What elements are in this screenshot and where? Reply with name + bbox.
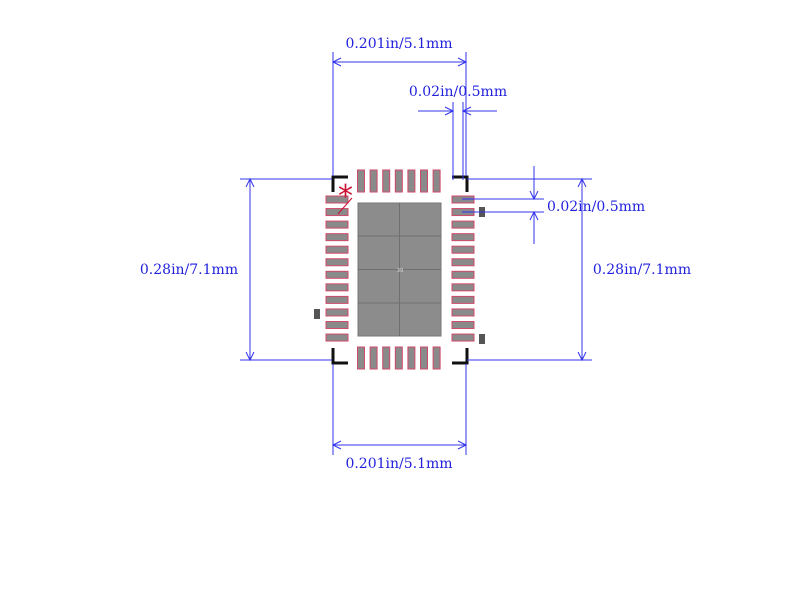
pad — [382, 169, 391, 193]
pad — [432, 346, 441, 370]
pad — [325, 233, 349, 242]
pad — [325, 245, 349, 254]
pad — [394, 169, 403, 193]
pad — [451, 321, 475, 329]
dim-top-label: 0.201in/5.1mm — [345, 36, 452, 52]
pad — [325, 308, 349, 317]
dim-pitch-top-label: 0.02in/0.5mm — [409, 84, 507, 100]
pad — [420, 346, 428, 370]
pads-top — [357, 169, 441, 193]
pad — [420, 169, 428, 193]
pad — [357, 346, 365, 370]
pad — [451, 233, 475, 242]
pads-bottom — [357, 346, 441, 370]
pad — [451, 308, 475, 317]
pin1-marker: * — [338, 179, 353, 214]
pad — [382, 346, 391, 370]
pad — [325, 258, 349, 267]
pad — [325, 208, 349, 217]
pin1-line — [337, 197, 353, 215]
package-outline-corners — [331, 175, 469, 365]
pad — [325, 220, 349, 229]
dim-left-label: 0.28in/7.1mm — [140, 262, 238, 278]
pad — [325, 195, 349, 204]
pad — [407, 346, 416, 370]
dim-right-label: 0.28in/7.1mm — [593, 262, 691, 278]
pads-left — [325, 195, 349, 342]
pad — [451, 245, 475, 254]
pads-right — [451, 195, 475, 342]
pad — [325, 270, 349, 279]
pad — [369, 169, 378, 193]
pad — [325, 333, 349, 342]
dim-pitch-right-label: 0.02in/0.5mm — [547, 199, 645, 215]
pad — [451, 258, 475, 267]
pad — [325, 283, 349, 292]
center-pad: 39 — [357, 202, 442, 337]
pad — [451, 220, 475, 229]
pad — [325, 295, 349, 304]
pad — [451, 283, 475, 292]
pad — [451, 295, 475, 304]
pad — [394, 346, 403, 370]
pad — [451, 270, 475, 279]
dimension-arrowheads — [245, 57, 587, 450]
dim-bottom-label: 0.201in/5.1mm — [345, 456, 452, 472]
pad — [432, 169, 441, 193]
pad — [325, 321, 349, 329]
pad — [369, 346, 378, 370]
fiducial-mark — [314, 309, 320, 319]
fiducial-mark — [479, 334, 485, 344]
center-pad-label: 39 — [397, 268, 403, 274]
pad — [407, 169, 416, 193]
pad — [357, 169, 365, 193]
pad — [451, 333, 475, 342]
